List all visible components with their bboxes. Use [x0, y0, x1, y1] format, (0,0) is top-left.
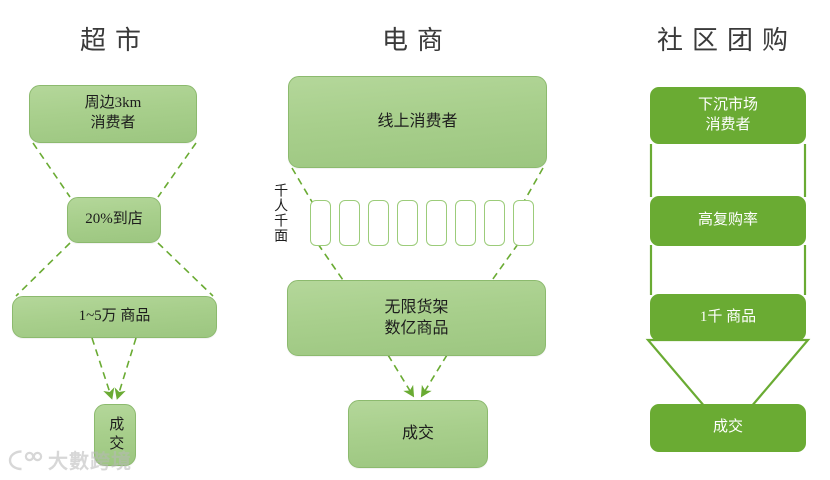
- personalization-cell: [310, 200, 331, 246]
- community-tube-lines: [649, 144, 807, 295]
- personalization-cell: [455, 200, 476, 246]
- node-ecommerce-audience[interactable]: 线上消费者: [288, 76, 547, 168]
- personalization-cell: [426, 200, 447, 246]
- personalization-cell: [513, 200, 534, 246]
- node-community-audience[interactable]: 下沉市场 消费者: [650, 87, 806, 144]
- node-supermarket-visit-rate[interactable]: 20%到店: [67, 197, 161, 243]
- node-ecommerce-deal[interactable]: 成交: [348, 400, 488, 468]
- personalization-cell: [368, 200, 389, 246]
- node-ecommerce-skus[interactable]: 无限货架 数亿商品: [287, 280, 546, 356]
- node-supermarket-deal-label: 成交: [107, 416, 124, 454]
- node-supermarket-skus[interactable]: 1~5万 商品: [12, 296, 217, 338]
- node-community-repurchase[interactable]: 高复购率: [650, 196, 806, 246]
- column-title-community-group-buy: 社区团购: [656, 26, 798, 55]
- column-title-supermarket: 超市: [79, 26, 151, 55]
- personalization-cell: [484, 200, 505, 246]
- node-supermarket-audience[interactable]: 周边3km 消费者: [29, 85, 197, 143]
- node-community-skus[interactable]: 1千 商品: [650, 294, 806, 341]
- node-community-deal[interactable]: 成交: [650, 404, 806, 452]
- label-personalization: 千人千面: [272, 183, 288, 243]
- supermarket-funnel-lines: [15, 142, 214, 400]
- column-title-ecommerce: 电商: [381, 26, 453, 55]
- personalization-cell: [397, 200, 418, 246]
- personalization-cell: [339, 200, 360, 246]
- node-supermarket-deal[interactable]: 成交: [94, 404, 136, 466]
